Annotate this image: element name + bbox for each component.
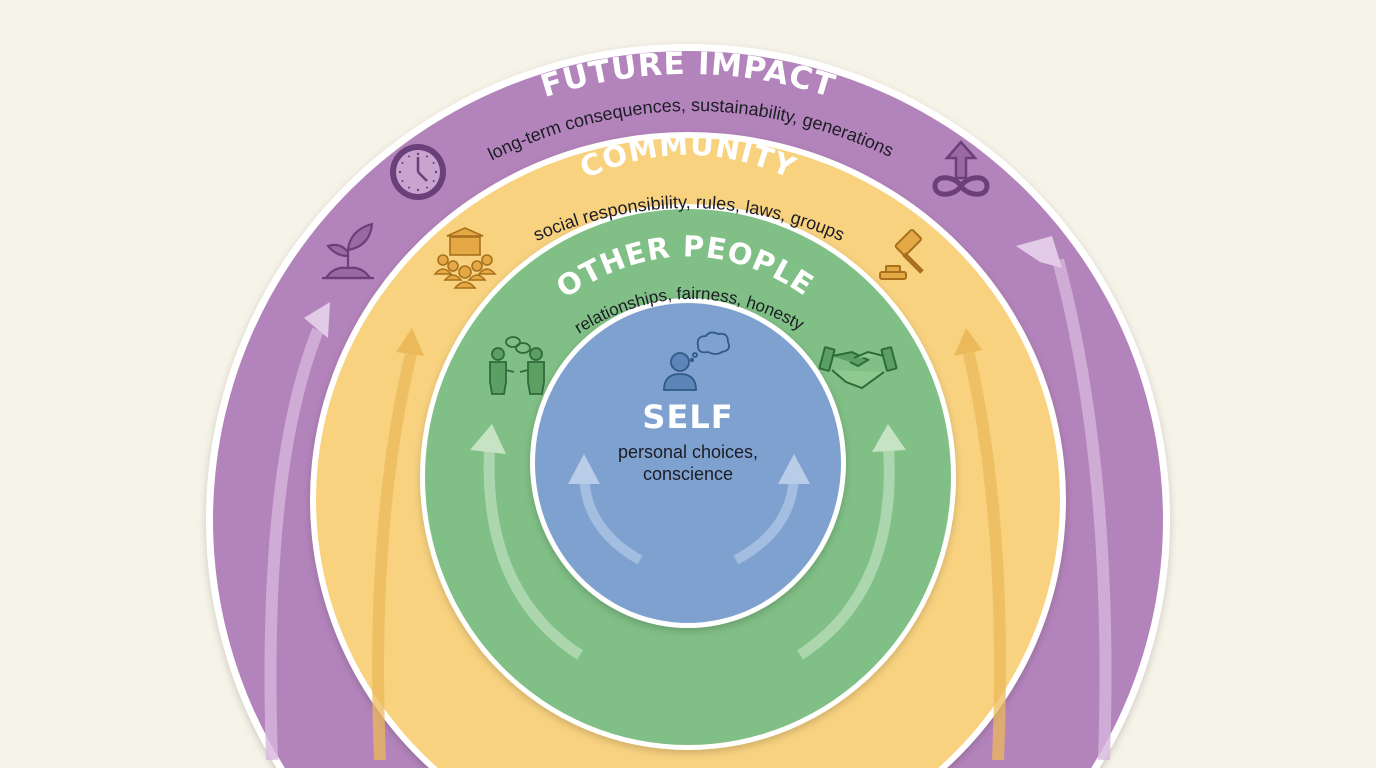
arrowhead-icon xyxy=(396,328,424,356)
upward-arrow-icon xyxy=(1052,258,1112,761)
sprout-icon xyxy=(322,222,374,280)
handshake-icon xyxy=(818,346,898,390)
self-circle xyxy=(530,298,846,628)
self-title: SELF xyxy=(642,398,733,436)
upward-arrow-icon xyxy=(797,439,895,660)
arrowhead-icon xyxy=(304,302,330,338)
upward-arrow-icon xyxy=(733,475,799,565)
upward-arrow-icon xyxy=(372,348,418,761)
arrowhead-icon xyxy=(470,424,506,454)
two-people-talking-icon xyxy=(489,336,545,395)
arrowhead-icon xyxy=(872,424,906,452)
arrowhead-icon xyxy=(1016,236,1062,268)
arrowhead-icon xyxy=(568,454,600,484)
arrow-infinity-icon xyxy=(932,140,990,197)
upward-arrow-icon xyxy=(264,327,324,761)
person-thinking-icon xyxy=(663,331,731,391)
self-subtitle-line1: personal choices, xyxy=(618,442,758,462)
upward-arrow-icon xyxy=(579,475,643,565)
gavel-icon xyxy=(879,228,924,280)
clock-icon xyxy=(390,144,446,200)
arrowhead-icon xyxy=(954,328,982,356)
arrowhead-icon xyxy=(778,454,810,484)
upward-arrow-icon xyxy=(962,348,1006,761)
institution-group-icon xyxy=(433,227,497,289)
upward-arrow-icon xyxy=(483,439,583,660)
self-subtitle-line2: conscience xyxy=(643,464,733,484)
